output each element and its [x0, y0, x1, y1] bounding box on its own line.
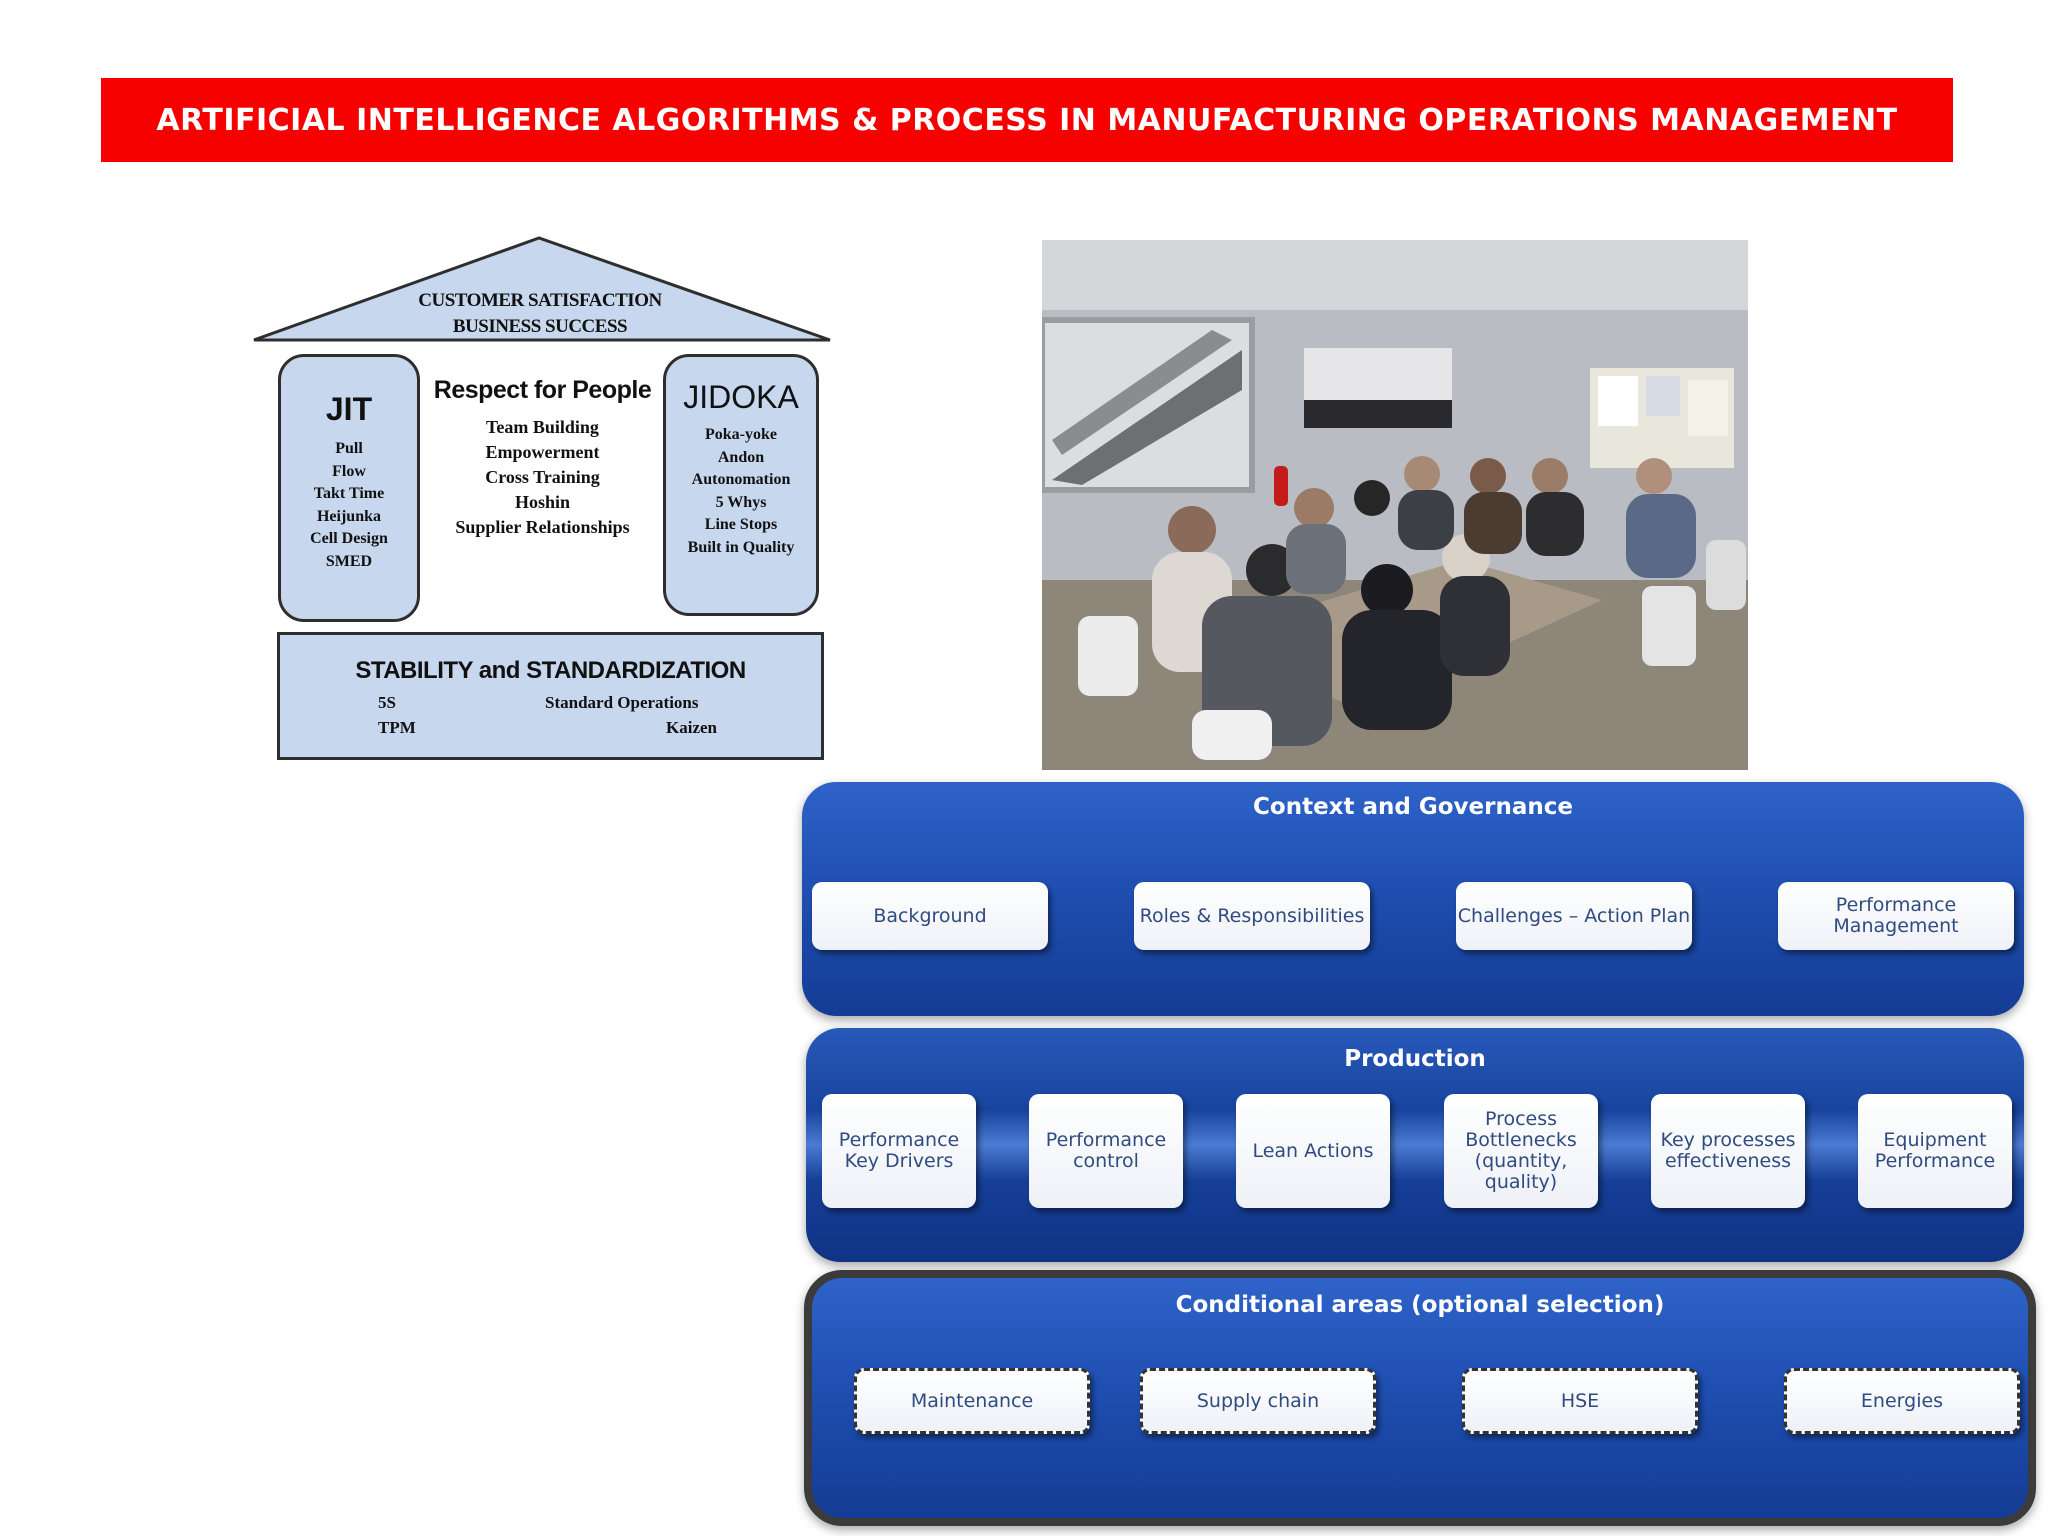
team-meeting-photo	[1042, 240, 1748, 770]
pillar-jidoka-item: Built in Quality	[687, 538, 795, 556]
house-roof	[253, 236, 831, 342]
band-conditional-areas: Conditional areas (optional selection) M…	[804, 1270, 2036, 1526]
band-title: Conditional areas (optional selection)	[1175, 1292, 1665, 1318]
band-context-governance: Context and Governance Background Roles …	[802, 782, 2024, 1016]
respect-item: Empowerment	[485, 442, 600, 462]
pillar-jit-item: Takt Time	[313, 485, 385, 502]
box-label: Maintenance	[910, 1389, 1034, 1412]
box-maintenance: Maintenance	[854, 1368, 1090, 1434]
respect-item: Team Building	[486, 417, 599, 437]
box-roles-responsibilities: Roles & Responsibilities	[1134, 882, 1370, 950]
pillar-jit-title: JIT	[325, 391, 373, 427]
box-label: Background	[873, 904, 987, 927]
respect-item: Hoshin	[514, 492, 571, 512]
box-label: Challenges – Action Plan	[1457, 904, 1691, 927]
box-label: Key processes effectiveness	[1660, 1129, 1796, 1172]
box-label: Supply chain	[1196, 1389, 1320, 1412]
box-label: Lean Actions	[1252, 1139, 1374, 1162]
page-title-banner: ARTIFICIAL INTELLIGENCE ALGORITHMS & PRO…	[101, 78, 1953, 162]
respect-for-people: Respect for People Team Building Empower…	[425, 376, 660, 540]
respect-title: Respect for People	[433, 376, 652, 404]
band-title: Production	[1344, 1046, 1486, 1072]
box-label: HSE	[1560, 1389, 1600, 1412]
box-challenges-action-plan: Challenges – Action Plan	[1456, 882, 1692, 950]
box-label: Performance control	[1045, 1129, 1167, 1172]
band-title: Context and Governance	[1253, 794, 1573, 820]
box-performance-key-drivers: Performance Key Drivers	[822, 1094, 976, 1208]
page-title: ARTIFICIAL INTELLIGENCE ALGORITHMS & PRO…	[156, 102, 1898, 138]
box-lean-actions: Lean Actions	[1236, 1094, 1390, 1208]
pillar-jit-item: Pull	[335, 440, 363, 457]
pillar-jit-item: Cell Design	[310, 530, 388, 547]
box-process-bottlenecks: Process Bottlenecks (quantity, quality)	[1444, 1094, 1598, 1208]
box-performance-management: Performance Management	[1778, 882, 2014, 950]
foundation-item: TPM	[378, 718, 416, 737]
pillar-jidoka: JIDOKA Poka-yoke Andon Autonomation 5 Wh…	[663, 354, 819, 616]
band-production: Production Performance Key Drivers Perfo…	[806, 1028, 2024, 1262]
foundation-item: Standard Operations	[545, 693, 699, 712]
box-supply-chain: Supply chain	[1140, 1368, 1376, 1434]
pillar-jidoka-item: Autonomation	[691, 471, 791, 488]
roof-line-2: BUSINESS SUCCESS	[452, 316, 628, 337]
box-energies: Energies	[1784, 1368, 2020, 1434]
box-label: Equipment Performance	[1874, 1129, 1996, 1172]
foundation-title: STABILITY and STANDARDIZATION	[355, 657, 746, 684]
box-label: Process Bottlenecks (quantity, quality)	[1465, 1108, 1577, 1193]
respect-item: Supplier Relationships	[455, 517, 630, 537]
pillar-jidoka-item: Andon	[717, 448, 765, 466]
pillar-jidoka-title: JIDOKA	[683, 379, 799, 415]
box-label: Performance Management	[1833, 894, 1959, 937]
roof-line-1: CUSTOMER SATISFACTION	[418, 290, 662, 311]
box-label: Performance Key Drivers	[838, 1129, 960, 1172]
box-label: Energies	[1860, 1389, 1944, 1412]
pillar-jit-item: Heijunka	[316, 507, 381, 525]
box-key-processes-effectiveness: Key processes effectiveness	[1651, 1094, 1805, 1208]
respect-item: Cross Training	[485, 467, 600, 487]
pillar-jidoka-item: Line Stops	[704, 516, 778, 533]
house-foundation: STABILITY and STANDARDIZATION 5S Standar…	[277, 632, 824, 760]
box-equipment-performance: Equipment Performance	[1858, 1094, 2012, 1208]
pillar-jit-item: Flow	[332, 462, 366, 480]
pillar-jit: JIT Pull Flow Takt Time Heijunka Cell De…	[278, 354, 420, 622]
foundation-item: Kaizen	[666, 718, 717, 737]
pillar-jit-item: SMED	[325, 552, 373, 570]
box-label: Roles & Responsibilities	[1139, 904, 1365, 927]
pillar-jidoka-item: 5 Whys	[715, 493, 767, 511]
foundation-item: 5S	[378, 693, 396, 712]
box-hse: HSE	[1462, 1368, 1698, 1434]
box-background: Background	[812, 882, 1048, 950]
pillar-jidoka-item: Poka-yoke	[705, 426, 777, 443]
box-performance-control: Performance control	[1029, 1094, 1183, 1208]
